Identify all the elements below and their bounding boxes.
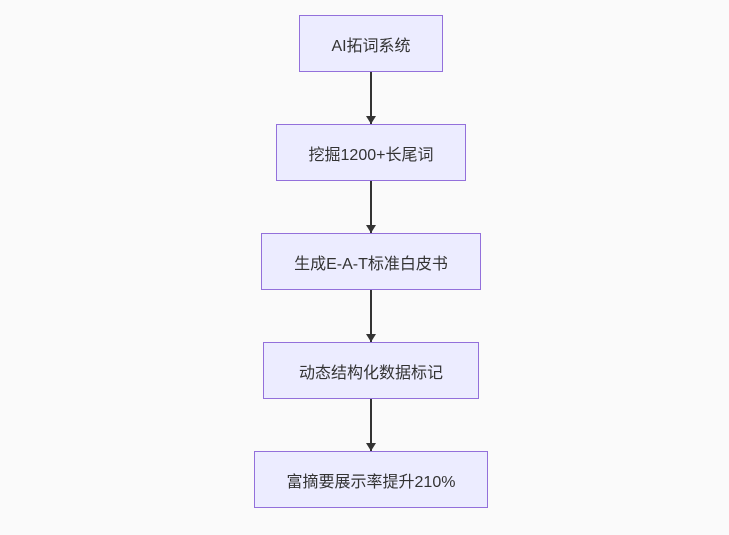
flow-arrow-4 [366,399,376,451]
flow-node-ai-keyword-system: AI拓词系统 [299,15,443,72]
node-label: 生成E-A-T标准白皮书 [294,255,448,273]
flow-arrow-3 [366,290,376,342]
flow-node-rich-snippet-result: 富摘要展示率提升210% [254,451,488,508]
arrowhead-down-icon [366,334,376,342]
flow-arrow-1 [366,72,376,124]
node-label: AI拓词系统 [331,37,411,55]
node-label: 挖掘1200+长尾词 [308,146,434,164]
arrowhead-down-icon [366,225,376,233]
flow-node-longtail-mining: 挖掘1200+长尾词 [276,124,466,181]
arrowhead-down-icon [366,443,376,451]
flow-node-structured-data-markup: 动态结构化数据标记 [263,342,479,399]
flow-arrow-2 [366,181,376,233]
node-label: 动态结构化数据标记 [298,364,443,382]
arrowhead-down-icon [366,116,376,124]
flow-node-eat-whitepaper: 生成E-A-T标准白皮书 [261,233,481,290]
node-label: 富摘要展示率提升210% [286,473,456,491]
flowchart-column: AI拓词系统 挖掘1200+长尾词 生成E-A-T标准白皮书 动态结构化数据标记… [254,15,488,508]
